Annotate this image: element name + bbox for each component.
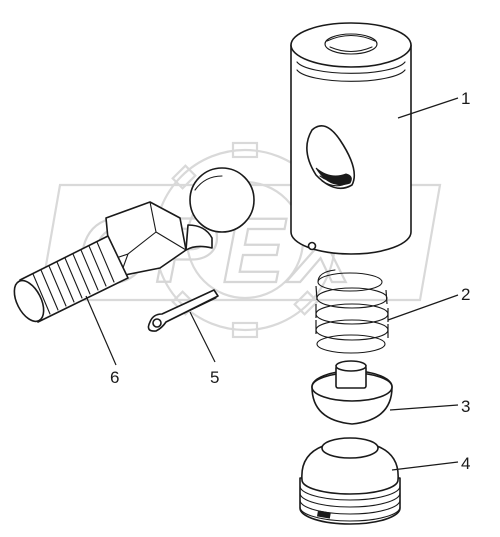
part-5-cotter-pin [147, 289, 219, 332]
part-6-ball-stud [13, 167, 255, 323]
callout-6: 6 [110, 368, 119, 387]
callout-1: 1 [461, 89, 470, 108]
part-3-spring-seat [311, 360, 393, 425]
leader-lines [85, 97, 459, 471]
part-1-cylinder-body [290, 22, 412, 255]
callout-3: 3 [461, 397, 470, 416]
part-2-coil-spring [315, 269, 389, 354]
callout-5: 5 [210, 368, 219, 387]
callout-4: 4 [461, 454, 470, 473]
callout-2: 2 [461, 285, 470, 304]
part-4-threaded-cap [299, 437, 401, 525]
